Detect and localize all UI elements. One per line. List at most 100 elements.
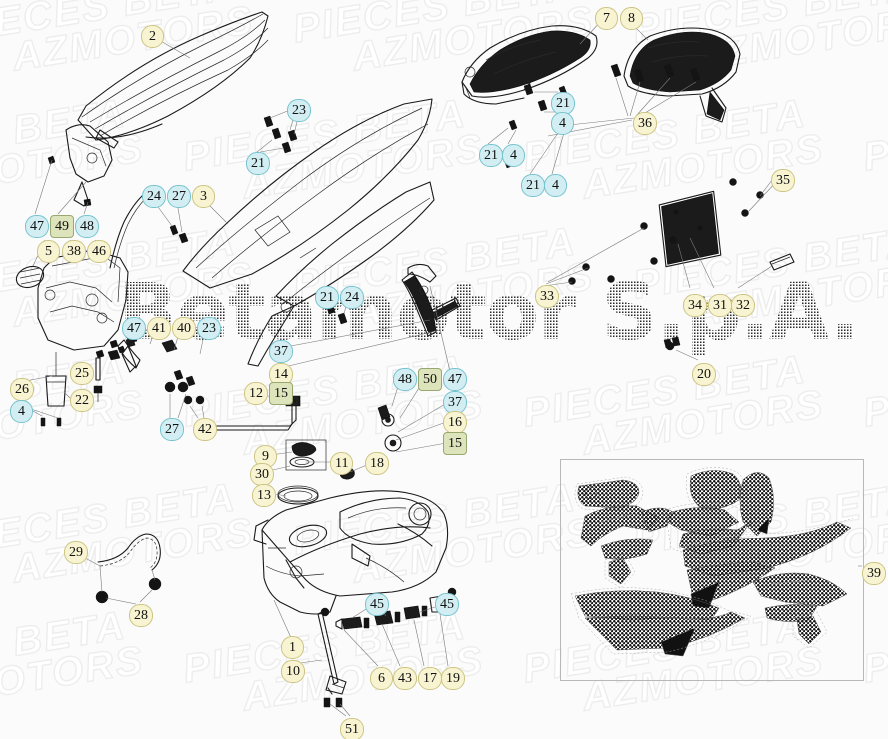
- callout-badge-31[interactable]: 31: [708, 294, 732, 317]
- callout-badge-3[interactable]: 3: [192, 185, 215, 208]
- callout-badge-27[interactable]: 27: [160, 418, 184, 441]
- callout-badge-21[interactable]: 21: [521, 174, 545, 197]
- watermark-line-1: PIECES BETA: [519, 347, 810, 437]
- callout-badge-35[interactable]: 35: [771, 169, 795, 192]
- callout-badge-21[interactable]: 21: [315, 286, 339, 309]
- callout-badge-1[interactable]: 1: [281, 636, 304, 659]
- callout-badge-7[interactable]: 7: [595, 7, 618, 30]
- part-fuel-tank: [253, 490, 449, 615]
- callout-badge-10[interactable]: 10: [281, 660, 305, 683]
- watermark-line-1: PIECES BETA: [179, 91, 470, 181]
- watermark-line-1: PIECES BETA: [0, 0, 240, 52]
- watermark-line-2: AZMOTORS: [8, 0, 258, 80]
- callout-badge-8[interactable]: 8: [620, 7, 643, 30]
- callout-badge-12[interactable]: 12: [244, 382, 268, 405]
- callout-badge-18[interactable]: 18: [365, 452, 389, 475]
- brand-watermark-big: Betamotor S.p.A.: [118, 268, 878, 388]
- callout-badge-17[interactable]: 17: [418, 667, 442, 690]
- callout-badge-5[interactable]: 5: [37, 240, 60, 263]
- part-breather-hose: [95, 533, 162, 604]
- callout-badge-21[interactable]: 21: [246, 152, 270, 175]
- watermark-line-2: AZMOTORS: [348, 253, 598, 336]
- callout-badge-13[interactable]: 13: [252, 484, 276, 507]
- callout-badge-47[interactable]: 47: [443, 368, 467, 391]
- callout-badge-25[interactable]: 25: [70, 362, 94, 385]
- callout-badge-29[interactable]: 29: [64, 541, 88, 564]
- graphics-kit-artwork: [570, 467, 854, 657]
- watermark-line-1: PIECES BETA: [289, 475, 580, 565]
- callout-badge-11[interactable]: 11: [330, 452, 354, 475]
- callout-badge-4[interactable]: 4: [10, 400, 33, 423]
- callout-badge-16[interactable]: 16: [443, 411, 467, 434]
- part-seat: [77, 11, 269, 141]
- callout-badge-30[interactable]: 30: [250, 463, 274, 486]
- graphics-kit-inset-box: [560, 459, 864, 681]
- watermark-line-1: PIECES BETA: [629, 219, 888, 309]
- callout-badge-19[interactable]: 19: [441, 667, 465, 690]
- callout-badge-2[interactable]: 2: [141, 25, 164, 48]
- callout-badge-43[interactable]: 43: [393, 667, 417, 690]
- callout-badge-46[interactable]: 46: [87, 240, 111, 263]
- callout-badge-20[interactable]: 20: [692, 363, 716, 386]
- callout-badge-6[interactable]: 6: [370, 667, 393, 690]
- watermark-line-1: PIECES BETA: [0, 91, 130, 181]
- callout-badge-24[interactable]: 24: [340, 286, 364, 309]
- watermark-line-2: AZMOTORS: [8, 509, 258, 592]
- callout-badge-15[interactable]: 15: [443, 432, 467, 455]
- callout-badge-41[interactable]: 41: [147, 317, 171, 340]
- callout-badge-48[interactable]: 48: [393, 368, 417, 391]
- callout-badge-38[interactable]: 38: [62, 240, 86, 263]
- watermark-line-1: PIECES BETA: [859, 347, 888, 437]
- callout-badge-37[interactable]: 37: [269, 340, 293, 363]
- callout-badge-26[interactable]: 26: [10, 378, 34, 401]
- callout-badge-33[interactable]: 33: [535, 285, 559, 308]
- callout-badge-45[interactable]: 45: [435, 593, 459, 616]
- watermark-line-2: AZMOTORS: [0, 637, 148, 720]
- watermark-line-2: AZMOTORS: [578, 125, 828, 208]
- callout-badge-47[interactable]: 47: [25, 215, 49, 238]
- part-fastener-group-lower-left: [164, 381, 205, 405]
- callout-badge-28[interactable]: 28: [129, 604, 153, 627]
- callout-badge-23[interactable]: 23: [197, 317, 221, 340]
- callout-badge-49[interactable]: 49: [50, 215, 74, 238]
- part-rear-fender-upper: [461, 25, 598, 105]
- callout-badge-27[interactable]: 27: [167, 185, 191, 208]
- callout-badge-36[interactable]: 36: [633, 112, 657, 135]
- callout-badge-45[interactable]: 45: [365, 593, 389, 616]
- callout-badge-4[interactable]: 4: [544, 174, 567, 197]
- callout-badge-32[interactable]: 32: [731, 294, 755, 317]
- callout-badge-39[interactable]: 39: [862, 562, 886, 585]
- callout-badge-4[interactable]: 4: [502, 144, 525, 167]
- callout-badge-23[interactable]: 23: [287, 99, 311, 122]
- callout-badge-47[interactable]: 47: [122, 317, 146, 340]
- watermark-line-1: PIECES BETA: [859, 603, 888, 693]
- part-drain-rod: [317, 611, 347, 708]
- callout-badge-51[interactable]: 51: [340, 718, 364, 739]
- part-tail-bracket: [623, 27, 741, 123]
- callout-badge-15[interactable]: 15: [269, 382, 293, 405]
- callout-badge-4[interactable]: 4: [551, 112, 574, 135]
- watermark-line-1: PIECES BETA: [289, 729, 592, 739]
- callout-badge-34[interactable]: 34: [683, 294, 707, 317]
- callout-badge-40[interactable]: 40: [172, 317, 196, 340]
- callout-badge-48[interactable]: 48: [75, 215, 99, 238]
- callout-badge-24[interactable]: 24: [142, 185, 166, 208]
- callout-badge-21[interactable]: 21: [479, 144, 503, 167]
- watermark-line-1: PIECES BETA: [629, 0, 888, 52]
- callout-badge-42[interactable]: 42: [193, 418, 217, 441]
- callout-badge-50[interactable]: 50: [418, 368, 442, 391]
- callout-badge-22[interactable]: 22: [70, 389, 94, 412]
